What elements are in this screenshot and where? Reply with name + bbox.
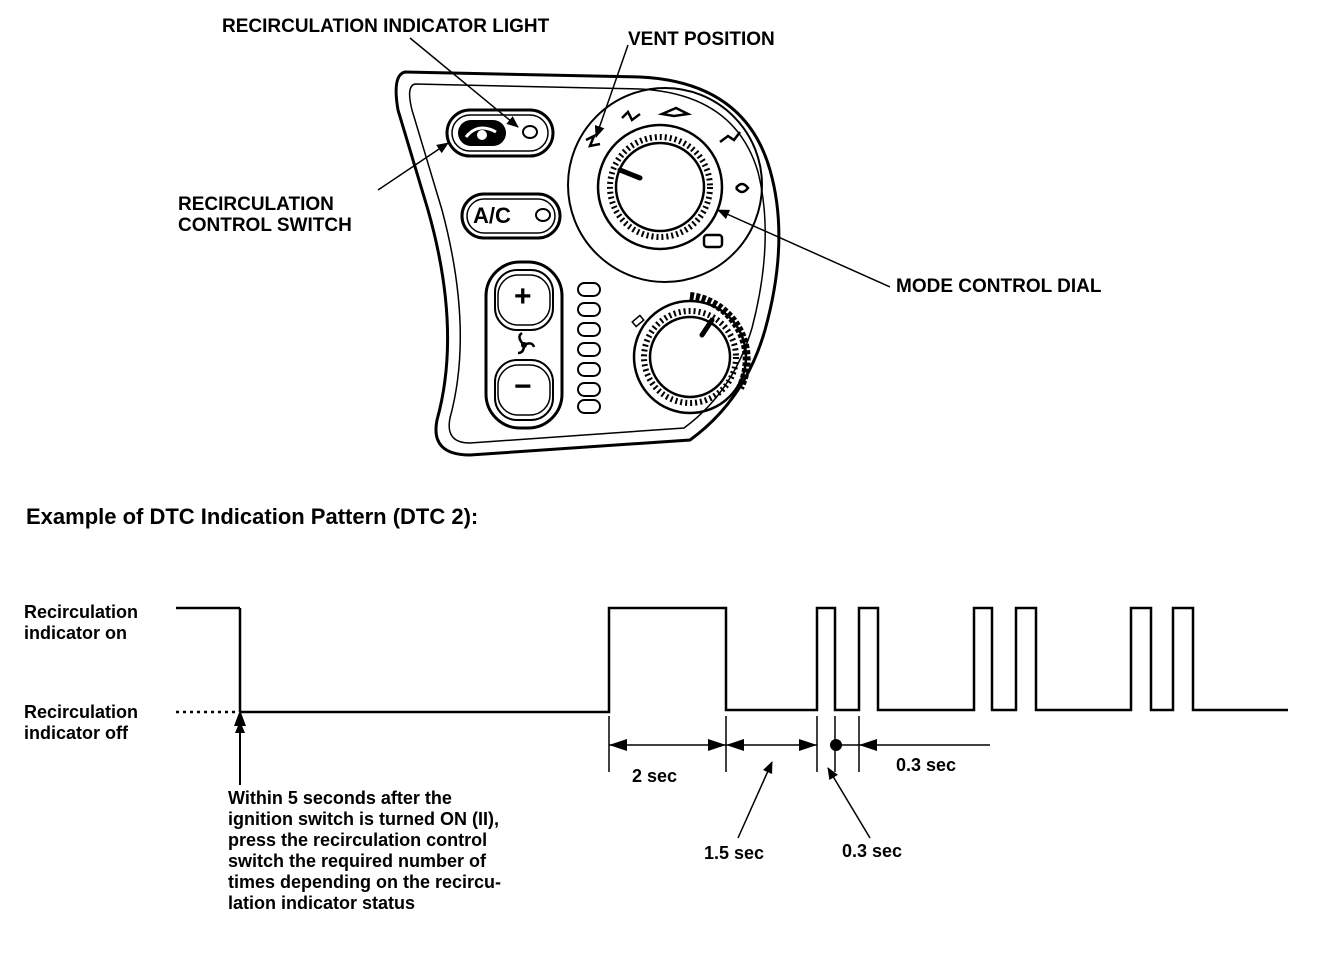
recirculation-indicator-light-label: RECIRCULATION INDICATOR LIGHT: [222, 16, 550, 37]
duration-long-on: 2 sec: [632, 766, 678, 786]
mode-control-dial[interactable]: [567, 87, 763, 283]
timing-heading: Example of DTC Indication Pattern (DTC 2…: [26, 504, 479, 529]
recirculation-car-icon: [458, 120, 506, 146]
ac-button[interactable]: [460, 192, 562, 240]
state-on-line-1: Recirculation: [24, 602, 139, 622]
duration-leaders: [737, 761, 871, 839]
note-line-4: switch the required number of: [228, 851, 487, 871]
climate-control-panel: [394, 70, 781, 457]
state-off-line-2: indicator off: [24, 723, 128, 743]
recirculation-control-switch[interactable]: [445, 108, 555, 158]
note-line-1: Within 5 seconds after the: [228, 788, 452, 808]
ac-indicator-light: [535, 208, 551, 222]
mode-control-dial-label: MODE CONTROL DIAL: [896, 276, 1102, 297]
duration-gap: 1.5 sec: [704, 843, 765, 863]
recirc-switch-line-1: RECIRCULATION: [178, 194, 334, 215]
leader-lines: [377, 37, 891, 288]
note-line-2: ignition switch is turned ON (II),: [228, 809, 499, 829]
ac-button-label: A/C: [473, 203, 511, 228]
duration-short-on: 0.3 sec: [842, 841, 903, 861]
fan-plus-label: +: [514, 280, 532, 313]
state-off-label: Recirculation indicator off: [24, 702, 138, 744]
duration-arrowheads: [609, 739, 877, 751]
fan-icon: [517, 331, 536, 355]
fan-speed-switch[interactable]: [484, 260, 564, 430]
state-on-line-2: indicator on: [24, 623, 127, 643]
temperature-dial[interactable]: [631, 292, 751, 415]
duration-short-off: 0.3 sec: [896, 755, 957, 775]
fan-minus-label: −: [514, 370, 532, 403]
dtc-waveform: [176, 606, 1288, 714]
vent-position-label: VENT POSITION: [628, 29, 775, 50]
recirculation-control-switch-label: RECIRCULATION CONTROL SWITCH: [178, 194, 352, 236]
recirc-switch-line-2: CONTROL SWITCH: [178, 215, 352, 236]
fan-speed-leds: [577, 282, 601, 414]
ignition-instruction-note: Within 5 seconds after the ignition swit…: [228, 788, 501, 914]
note-line-6: lation indicator status: [228, 893, 416, 913]
state-off-line-1: Recirculation: [24, 702, 139, 722]
note-line-5: times depending on the recircu-: [228, 872, 502, 892]
recirculation-indicator-light: [522, 125, 538, 139]
state-on-label: Recirculation indicator on: [24, 602, 138, 644]
note-line-3: press the recirculation control: [228, 830, 488, 850]
mode-icons: [585, 106, 750, 249]
